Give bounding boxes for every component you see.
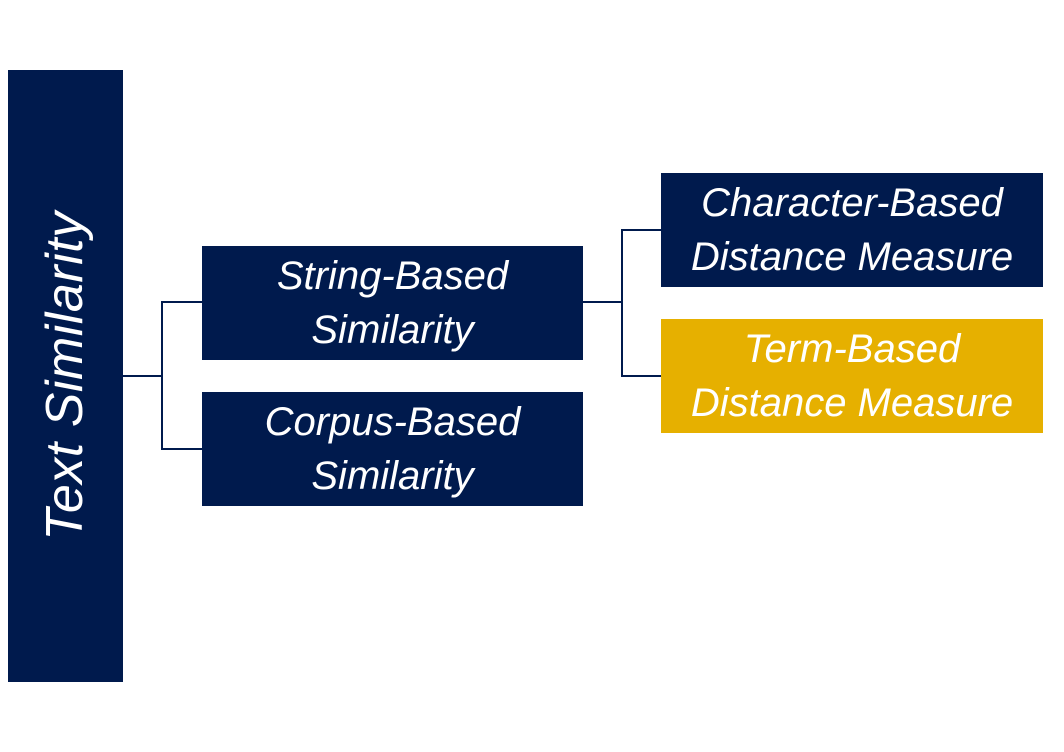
connector-string-vertical [621, 229, 623, 377]
root-node-text-similarity: Text Similarity [8, 70, 123, 682]
node-corpus-based-line2: Similarity [311, 454, 474, 498]
connector-to-corpus-based [161, 448, 202, 450]
node-string-based-line1: String-Based [276, 254, 509, 298]
connector-to-character-based [621, 229, 661, 231]
connector-root-stem [123, 375, 162, 377]
connector-root-vertical [161, 301, 163, 450]
node-term-based-line2: Distance Measure [690, 381, 1014, 425]
node-string-based-line2: Similarity [311, 308, 474, 352]
node-character-based-distance-measure: Character-Based Distance Measure [661, 173, 1043, 287]
node-character-based-line2: Distance Measure [690, 235, 1014, 279]
node-string-based-similarity: String-Based Similarity [202, 246, 583, 360]
node-corpus-based-similarity: Corpus-Based Similarity [202, 392, 583, 506]
node-term-based-distance-measure: Term-Based Distance Measure [661, 319, 1043, 433]
connector-string-stem [583, 301, 623, 303]
node-character-based-line1: Character-Based [701, 181, 1003, 225]
connector-to-string-based [161, 301, 202, 303]
root-node-label: Text Similarity [36, 211, 94, 541]
node-term-based-line1: Term-Based [743, 327, 961, 371]
node-corpus-based-line1: Corpus-Based [264, 400, 521, 444]
connector-to-term-based [621, 375, 661, 377]
